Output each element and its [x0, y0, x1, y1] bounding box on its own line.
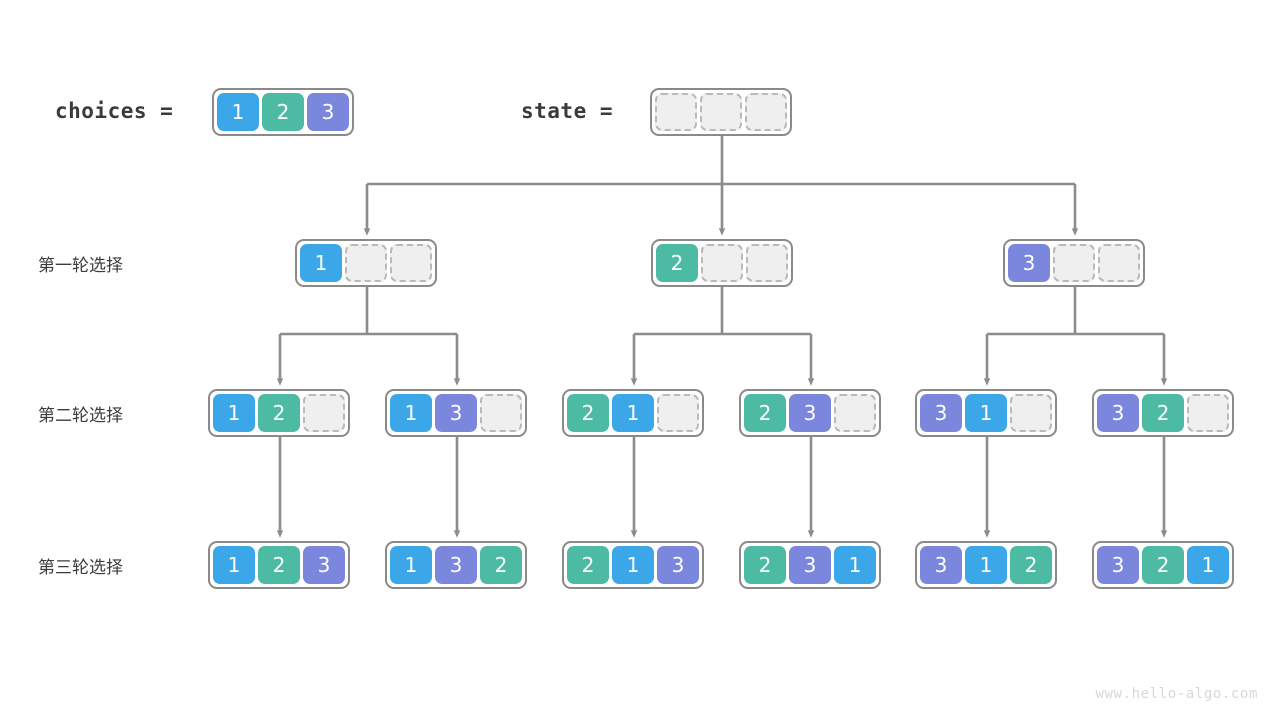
r2-n5-cell-0-value-3: 3	[920, 394, 962, 432]
r3-n3-cell-2-value-3: 3	[657, 546, 699, 584]
r3-n1-cell-0-value-1: 1	[213, 546, 255, 584]
r2-n6-cell-2-empty	[1187, 394, 1229, 432]
r3-n6-cell-0-value-3: 3	[1097, 546, 1139, 584]
tree-node-r1-c1: 1	[295, 239, 437, 287]
tree-node-r1-c3: 3	[1003, 239, 1145, 287]
state-cell-2-empty	[745, 93, 787, 131]
r2-n6-cell-0-value-3: 3	[1097, 394, 1139, 432]
r3-n3-cell-0-value-2: 2	[567, 546, 609, 584]
r3-n2-cell-1-value-3: 3	[435, 546, 477, 584]
r2-n1-cell-1-value-2: 2	[258, 394, 300, 432]
r1-n3-cell-1-empty	[1053, 244, 1095, 282]
r3-n5-cell-1-value-1: 1	[965, 546, 1007, 584]
r2-n3-cell-2-empty	[657, 394, 699, 432]
r1-n1-cell-2-empty	[390, 244, 432, 282]
r2-n3-cell-1-value-1: 1	[612, 394, 654, 432]
r3-n1-cell-2-value-3: 3	[303, 546, 345, 584]
state-label: state =	[521, 99, 614, 123]
r2-n2-cell-1-value-3: 3	[435, 394, 477, 432]
r2-n3-cell-0-value-2: 2	[567, 394, 609, 432]
r3-n4-cell-2-value-1: 1	[834, 546, 876, 584]
r3-n2-cell-0-value-1: 1	[390, 546, 432, 584]
r3-n6-cell-2-value-1: 1	[1187, 546, 1229, 584]
r2-n4-cell-1-value-3: 3	[789, 394, 831, 432]
r3-n1-cell-1-value-2: 2	[258, 546, 300, 584]
r1-n2-cell-2-empty	[746, 244, 788, 282]
row-label-round-2: 第二轮选择	[38, 406, 123, 426]
r2-n2-cell-0-value-1: 1	[390, 394, 432, 432]
r2-n4-cell-2-empty	[834, 394, 876, 432]
watermark: www.hello-algo.com	[1095, 686, 1258, 702]
r1-n3-cell-2-empty	[1098, 244, 1140, 282]
r3-n5-cell-2-value-2: 2	[1010, 546, 1052, 584]
r3-n4-cell-0-value-2: 2	[744, 546, 786, 584]
choices-label: choices =	[55, 99, 174, 123]
r1-n1-cell-1-empty	[345, 244, 387, 282]
r3-n6-cell-1-value-2: 2	[1142, 546, 1184, 584]
row-label-round-1: 第一轮选择	[38, 256, 123, 276]
r2-n5-cell-1-value-1: 1	[965, 394, 1007, 432]
choices-cell-1-value-2: 2	[262, 93, 304, 131]
tree-node-r1-c2: 2	[651, 239, 793, 287]
r1-n3-cell-0-value-3: 3	[1008, 244, 1050, 282]
r2-n2-cell-2-empty	[480, 394, 522, 432]
state-cell-1-empty	[700, 93, 742, 131]
r2-n6-cell-1-value-2: 2	[1142, 394, 1184, 432]
r3-n3-cell-1-value-1: 1	[612, 546, 654, 584]
r1-n2-cell-1-empty	[701, 244, 743, 282]
choices-cell-0-value-1: 1	[217, 93, 259, 131]
choices-cell-2-value-3: 3	[307, 93, 349, 131]
r2-n1-cell-2-empty	[303, 394, 345, 432]
r1-n2-cell-0-value-2: 2	[656, 244, 698, 282]
row-label-round-3: 第三轮选择	[38, 558, 123, 578]
r3-n2-cell-2-value-2: 2	[480, 546, 522, 584]
r2-n1-cell-0-value-1: 1	[213, 394, 255, 432]
r1-n1-cell-0-value-1: 1	[300, 244, 342, 282]
state-cell-0-empty	[655, 93, 697, 131]
r3-n4-cell-1-value-3: 3	[789, 546, 831, 584]
r3-n5-cell-0-value-3: 3	[920, 546, 962, 584]
r2-n5-cell-2-empty	[1010, 394, 1052, 432]
r2-n4-cell-0-value-2: 2	[744, 394, 786, 432]
state-array	[650, 88, 792, 136]
